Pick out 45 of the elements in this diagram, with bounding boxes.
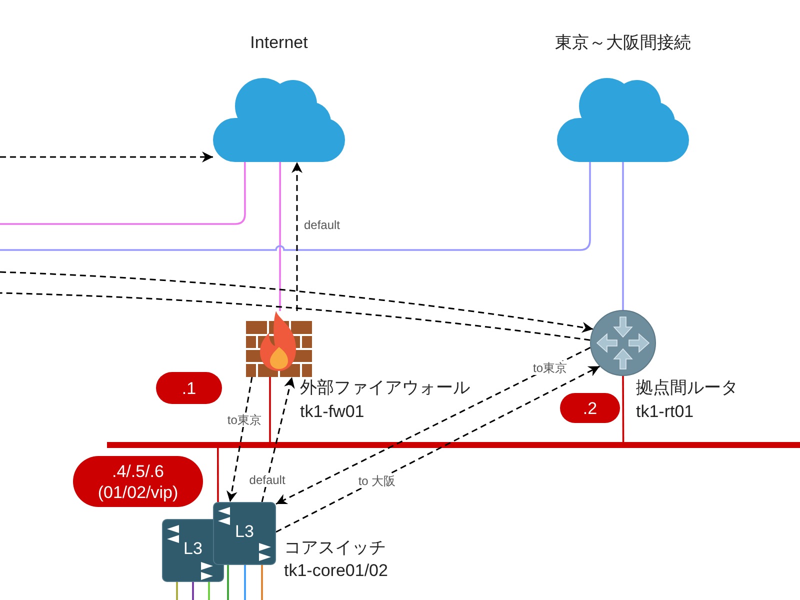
dashed-arrow [0, 152, 213, 162]
network-name: 東京～大阪間接続 [555, 33, 691, 53]
network-name: Internet [250, 33, 308, 53]
device-name: 拠点間ルータ [636, 378, 738, 398]
connection-line [244, 565, 246, 600]
connection-line [192, 582, 194, 600]
connection-line [217, 448, 219, 502]
dashed-arrow [292, 162, 302, 311]
connection-line [227, 565, 229, 600]
device-name: 外部ファイアウォール [300, 378, 470, 398]
network-bus [107, 442, 800, 448]
connection-line [0, 162, 591, 251]
firewall-icon [246, 311, 312, 377]
connection-line [0, 162, 246, 225]
cloud-icon [557, 78, 689, 162]
switch-label: L3 [184, 540, 202, 558]
dashed-arrow [276, 346, 591, 505]
edge-label: to 大阪 [356, 474, 398, 488]
hostname: tk1-fw01 [300, 402, 364, 422]
edge-label: default [247, 473, 288, 487]
dashed-arrow [0, 271, 594, 333]
connection-line [208, 582, 210, 600]
network-switch [213, 502, 276, 565]
dashed-arrow [276, 366, 600, 533]
dashed-arrow [226, 376, 253, 502]
edge-label: to東京 [225, 413, 264, 427]
dashed-arrow [261, 376, 295, 502]
ip-address-badge: .2 [560, 393, 620, 423]
hostname: tk1-core01/02 [284, 561, 388, 581]
dashed-line [0, 292, 590, 341]
ip-address-badge: .4/.5/.6 (01/02/vip) [73, 456, 203, 507]
switch-label: L3 [235, 523, 254, 542]
edge-label: default [302, 218, 342, 232]
connection-line [269, 377, 271, 442]
connection-line [622, 376, 624, 442]
connection-line [279, 162, 281, 311]
connection-line [176, 582, 178, 600]
edge-label: to東京 [531, 360, 569, 375]
hostname: tk1-rt01 [636, 402, 694, 422]
connection-line [261, 565, 263, 600]
cloud-icon [213, 78, 345, 162]
connection-line [622, 162, 624, 310]
router-icon [590, 310, 656, 376]
device-name: コアスイッチ [284, 538, 386, 558]
ip-address-badge: .1 [156, 372, 222, 404]
